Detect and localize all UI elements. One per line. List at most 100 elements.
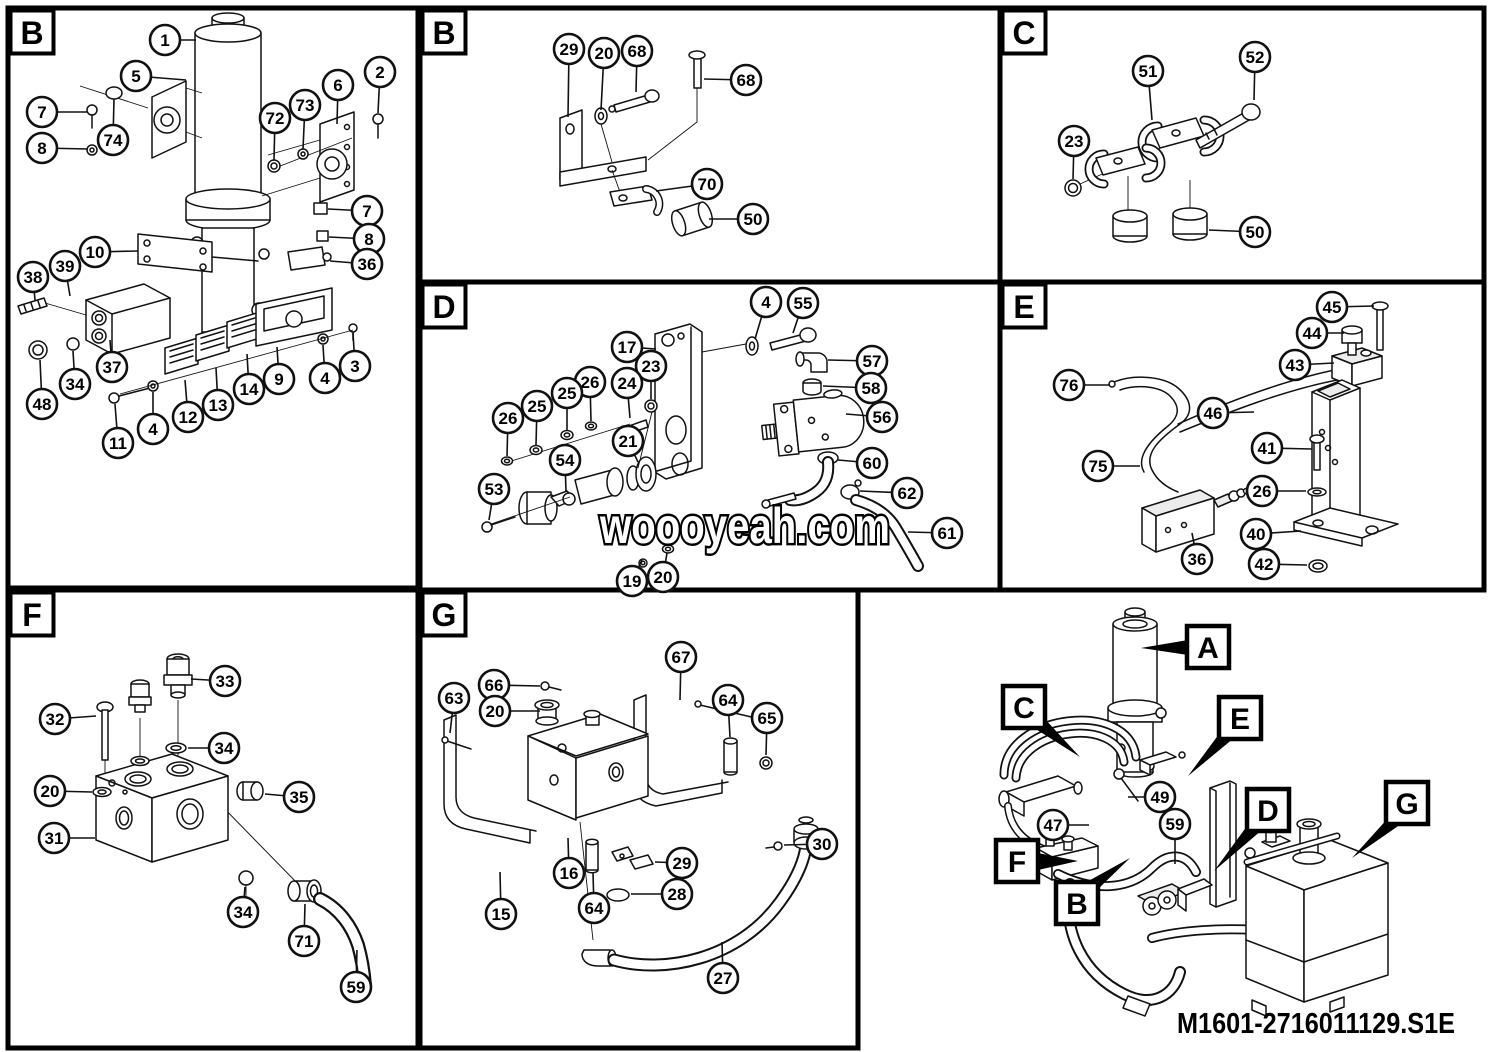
panel-b1-callout-14: 14 — [232, 353, 266, 406]
panel-b1-callout-12: 12 — [171, 379, 205, 434]
panel-d-callout-58: 58 — [822, 371, 888, 405]
overview-ref-label-A: A — [1141, 623, 1232, 671]
watermark: woooyeah.com — [599, 498, 890, 554]
callout-number: 75 — [1089, 457, 1108, 476]
callout-circle — [1180, 542, 1214, 576]
callout-number: 59 — [1166, 815, 1185, 834]
panel-b1-callout-3: 3 — [338, 332, 372, 383]
callout-circle — [1052, 368, 1086, 402]
panel-d-callout-54: 54 — [548, 443, 582, 493]
callout-number: 71 — [295, 932, 314, 951]
panel-f-callout-34: 34 — [188, 731, 241, 765]
panel-d-callout-61: 61 — [907, 516, 964, 550]
callout-number: 44 — [1303, 324, 1322, 343]
panel-e-callout-36: 36 — [1180, 532, 1214, 576]
ref-box — [1184, 623, 1232, 671]
callout-circle — [736, 202, 770, 236]
panel-d-callout-60: 60 — [837, 446, 889, 480]
panel-b1-callout-4: 4 — [136, 392, 170, 446]
callout-number: 52 — [1246, 48, 1265, 67]
callout-circle — [136, 412, 170, 446]
callout-number: 2 — [375, 63, 384, 82]
callout-circle — [1238, 215, 1272, 249]
panel-b2-callout-29: 29 — [552, 32, 586, 118]
callout-number: 19 — [623, 572, 642, 591]
panel-f-callout-33: 33 — [190, 664, 242, 698]
panel-b1-callout-9: 9 — [262, 346, 296, 396]
callout-circle — [48, 249, 82, 283]
callout-circle — [25, 131, 59, 165]
callout-number: 20 — [41, 782, 60, 801]
panel-d-callout-56: 56 — [845, 400, 899, 434]
ref-letter: G — [1395, 788, 1418, 821]
callout-number: 70 — [698, 175, 717, 194]
panel-f-label: F — [22, 597, 42, 633]
panel-g-label-box — [420, 590, 468, 638]
pointer-wedge — [1188, 730, 1234, 776]
valve-block-drawing — [92, 653, 372, 992]
panel-g-callout-29: 29 — [654, 846, 699, 880]
callout-number: 39 — [56, 257, 75, 276]
callout-circle — [1295, 316, 1329, 350]
panel-d-label: D — [432, 289, 455, 325]
callout-number: 66 — [485, 676, 504, 695]
callout-circle — [805, 827, 839, 861]
overview-ref-label-C: C — [1000, 683, 1080, 757]
panel-g-callout-16: 16 — [552, 837, 586, 890]
callout-circle — [855, 446, 889, 480]
callout-number: 36 — [1188, 550, 1207, 569]
panel-e-callout-76: 76 — [1052, 368, 1110, 402]
callout-number: 49 — [1151, 788, 1170, 807]
panel-f-callout-35: 35 — [264, 780, 316, 814]
callout-number: 67 — [672, 648, 691, 667]
callout-number: 27 — [714, 969, 733, 988]
panel-d-callout-57: 57 — [827, 344, 889, 378]
panel-d-callout-19: 19 — [615, 559, 649, 598]
panel-g-callout-28: 28 — [631, 877, 694, 911]
callout-circle — [711, 683, 745, 717]
callout-number: 4 — [320, 369, 330, 388]
callout-number: 34 — [66, 375, 85, 394]
callout-number: 61 — [938, 524, 957, 543]
callout-number: 34 — [215, 739, 234, 758]
panel-f-callout-71: 71 — [287, 903, 321, 958]
callout-number: 26 — [581, 373, 600, 392]
callout-circle — [665, 846, 699, 880]
panel-f-callout-59: 59 — [339, 949, 373, 1004]
panel-e-callout-42: 42 — [1247, 547, 1308, 581]
callout-number: 25 — [558, 384, 577, 403]
callout-number: 21 — [619, 432, 638, 451]
callout-number: 40 — [1247, 525, 1266, 544]
callout-number: 59 — [347, 978, 366, 997]
callout-circle — [1239, 517, 1273, 551]
pointer-wedge — [1214, 822, 1262, 871]
callout-number: 43 — [1286, 356, 1305, 375]
panel-g-callout-15: 15 — [484, 871, 518, 931]
panel-d-callout-20: 20 — [646, 552, 680, 594]
panel-d-callout-53: 53 — [477, 472, 511, 521]
callout-number: 30 — [813, 835, 832, 854]
callout-circle — [634, 349, 668, 383]
ref-letter: A — [1197, 632, 1219, 665]
callout-circle — [477, 472, 511, 506]
callout-circle — [865, 400, 899, 434]
callout-number: 37 — [103, 358, 122, 377]
panel-b1-callout-13: 13 — [201, 367, 235, 422]
panel-d-callout-62: 62 — [859, 476, 924, 510]
callout-number: 35 — [290, 788, 309, 807]
callout-number: 13 — [209, 396, 228, 415]
callout-number: 26 — [1253, 482, 1272, 501]
callout-number: 17 — [618, 338, 637, 357]
panel-g-frame — [417, 587, 861, 1051]
panel-c-callout-52: 52 — [1238, 40, 1272, 101]
panel-e-callout-43: 43 — [1278, 348, 1335, 382]
callout-number: 14 — [240, 380, 259, 399]
callout-number: 20 — [654, 568, 673, 587]
callout-circle — [750, 701, 784, 735]
panel-b1-callout-8: 8 — [25, 131, 89, 165]
panel-b1-callout-4: 4 — [308, 344, 342, 395]
callout-circle — [550, 376, 584, 410]
overview-ref-label-D: D — [1214, 786, 1292, 871]
callout-circle — [478, 694, 512, 728]
